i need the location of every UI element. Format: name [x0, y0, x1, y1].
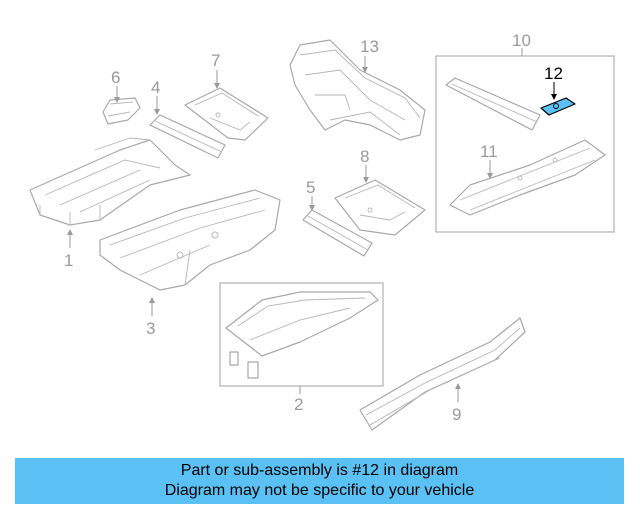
label-part-7: 7	[211, 51, 220, 70]
info-banner: Part or sub-assembly is #12 in diagram D…	[15, 458, 624, 504]
part-1-front-floor-pan[interactable]: 1	[29, 137, 191, 270]
label-part-13: 13	[360, 37, 379, 56]
part-2-rear-floor[interactable]: 2	[219, 282, 384, 414]
banner-line-1: Part or sub-assembly is #12 in diagram	[180, 462, 459, 479]
label-part-3: 3	[146, 319, 155, 338]
label-part-10: 10	[512, 31, 531, 50]
part-5-reinforcement[interactable]: 5	[302, 178, 373, 257]
label-part-12: 12	[544, 64, 563, 83]
banner-line-2: Diagram may not be specific to your vehi…	[164, 482, 475, 499]
label-part-4: 4	[151, 78, 160, 97]
label-part-5: 5	[306, 178, 315, 197]
part-9-side-sill[interactable]: 9	[359, 317, 526, 431]
part-6-bracket[interactable]: 6	[102, 68, 141, 125]
part-13-crossmember[interactable]: 13	[289, 37, 426, 141]
part-7-floor-panel[interactable]: 7	[184, 51, 269, 141]
parts-diagram: 1 3 6 4 7 13	[29, 31, 615, 431]
label-part-8: 8	[360, 147, 369, 166]
label-part-1: 1	[64, 251, 73, 270]
part-3-floor-tunnel[interactable]: 3	[99, 189, 281, 338]
label-part-9: 9	[452, 405, 461, 424]
label-part-2: 2	[294, 395, 303, 414]
part-12-plate-highlighted[interactable]: 12	[540, 64, 576, 116]
part-10-upper-rail[interactable]	[445, 77, 541, 131]
part-11-side-rail[interactable]: 11	[449, 139, 606, 216]
part-4-reinforcement[interactable]: 4	[149, 78, 226, 159]
part-10-assembly-box: 10	[435, 31, 615, 233]
part-8-floor-panel[interactable]: 8	[334, 147, 426, 236]
label-part-11: 11	[480, 142, 498, 161]
label-part-6: 6	[111, 68, 120, 87]
